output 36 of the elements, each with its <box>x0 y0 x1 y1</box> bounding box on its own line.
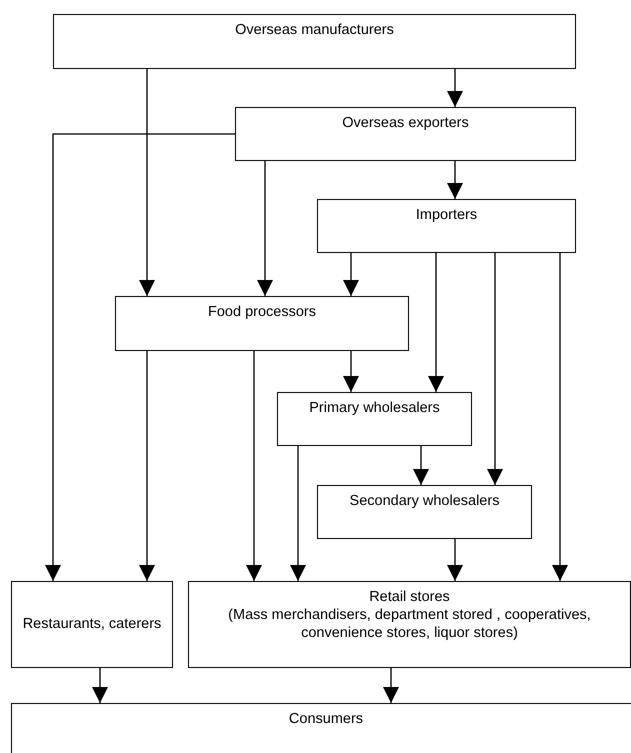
box-label: Importers <box>416 206 478 224</box>
process-box <box>11 581 173 668</box>
box-label: Overseas manufacturers <box>235 21 394 40</box>
box-description: (Mass merchandisers, department stored , cooperatives, convenience stores, liquor stores) <box>227 606 592 642</box>
arrow <box>257 161 273 296</box>
arrow <box>447 161 463 199</box>
box-label: Restaurants, caterers <box>22 615 162 634</box>
process-box <box>11 703 631 753</box>
arrow <box>383 668 399 703</box>
box-label: Retail stores <box>369 588 450 606</box>
box-label: Overseas exporters <box>342 114 469 132</box>
arrow <box>413 446 429 485</box>
box-label: Primary wholesalers <box>309 399 440 418</box>
process-box <box>277 392 472 446</box>
arrow <box>487 253 503 485</box>
box-label: Food processors <box>208 303 316 322</box>
arrow <box>139 69 155 296</box>
arrow <box>92 668 108 703</box>
arrow <box>246 351 262 581</box>
process-box <box>188 581 631 668</box>
process-box <box>115 296 409 351</box>
process-box <box>317 199 576 253</box>
arrow <box>343 351 359 392</box>
arrow <box>447 539 463 581</box>
process-box <box>235 107 576 161</box>
process-box <box>317 485 532 539</box>
arrow <box>290 446 306 581</box>
arrow <box>552 253 568 581</box>
arrow <box>447 69 463 107</box>
arrow <box>139 351 155 581</box>
process-box <box>53 14 576 69</box>
arrow <box>428 253 444 392</box>
box-label: Consumers <box>288 710 364 728</box>
arrow <box>343 253 359 296</box>
arrow <box>45 133 235 581</box>
box-label: Secondary wholesalers <box>350 492 500 510</box>
